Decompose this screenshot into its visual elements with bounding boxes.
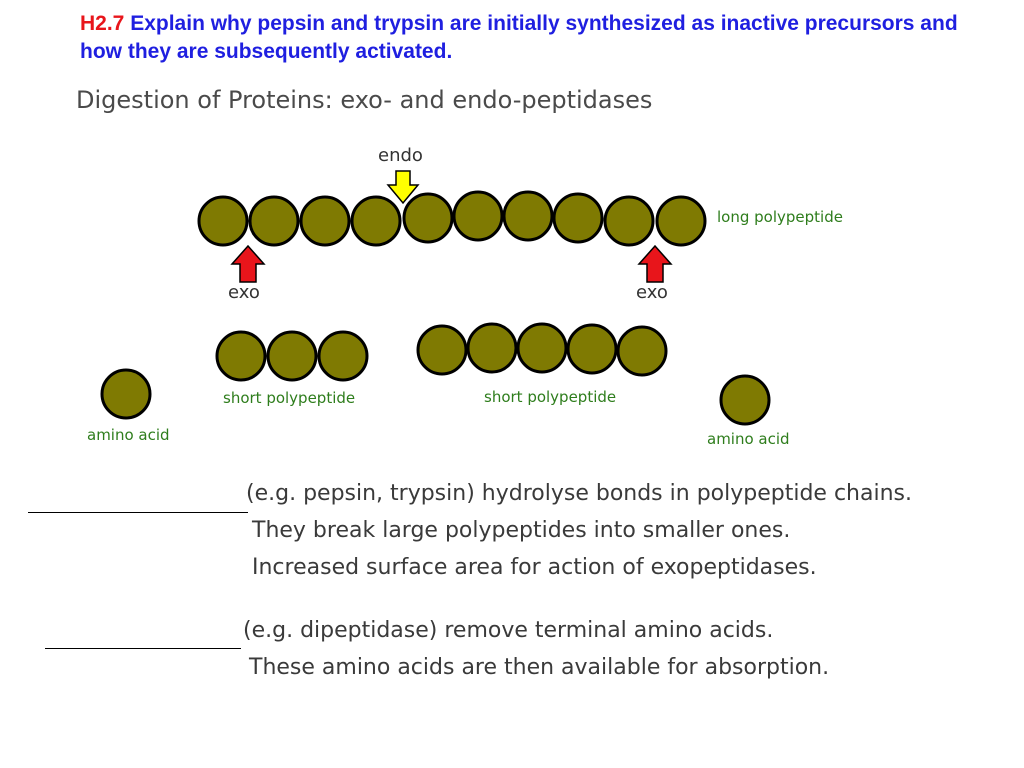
amino-acid-bead bbox=[452, 190, 504, 242]
exo-right-label: exo bbox=[636, 282, 668, 303]
short-polypeptide-right bbox=[416, 322, 668, 377]
endo-label: endo bbox=[378, 145, 423, 166]
amino-acid-bead bbox=[317, 330, 369, 382]
short-polypeptide-right-label: short polypeptide bbox=[484, 388, 616, 406]
short-polypeptide-left bbox=[215, 330, 369, 382]
amino-acid-right-label: amino acid bbox=[707, 430, 790, 448]
amino-acid-bead bbox=[552, 192, 604, 244]
exopeptidase-description: (e.g. dipeptidase) remove terminal amino… bbox=[243, 612, 829, 686]
amino-acid-bead bbox=[616, 325, 668, 377]
amino-acid-bead bbox=[197, 195, 249, 247]
peptidase-diagram: endo exo exo long polypeptide short poly… bbox=[87, 145, 843, 448]
amino-acid-right-bead bbox=[719, 374, 771, 426]
exo-right-arrow-icon bbox=[637, 244, 673, 283]
endopeptidase-blank-line[interactable] bbox=[28, 512, 248, 513]
exo-left-arrow-icon bbox=[230, 244, 266, 283]
amino-acid-bead bbox=[566, 323, 618, 375]
amino-acid-bead bbox=[466, 322, 518, 374]
endopeptidase-description: (e.g. pepsin, trypsin) hydrolyse bonds i… bbox=[246, 475, 912, 586]
slide-subtitle: Digestion of Proteins: exo- and endo-pep… bbox=[76, 86, 653, 114]
amino-acid-bead bbox=[215, 330, 267, 382]
amino-acid-bead bbox=[248, 195, 300, 247]
amino-acid-bead bbox=[299, 195, 351, 247]
amino-acid-bead bbox=[266, 330, 318, 382]
exopeptidase-line-1: (e.g. dipeptidase) remove terminal amino… bbox=[243, 618, 774, 643]
question-text: Explain why pepsin and trypsin are initi… bbox=[80, 12, 958, 63]
amino-acid-bead bbox=[603, 195, 655, 247]
long-polypeptide-chain bbox=[197, 190, 707, 247]
endopeptidase-line-2: They break large polypeptides into small… bbox=[252, 518, 791, 543]
endo-arrow-icon bbox=[386, 170, 420, 205]
exopeptidase-blank-line[interactable] bbox=[45, 648, 241, 649]
amino-acid-bead bbox=[655, 195, 707, 247]
short-polypeptide-left-label: short polypeptide bbox=[223, 389, 355, 407]
question-heading: H2.7 Explain why pepsin and trypsin are … bbox=[80, 10, 980, 66]
amino-acid-bead bbox=[516, 322, 568, 374]
amino-acid-left-bead bbox=[100, 368, 152, 420]
endopeptidase-line-1: (e.g. pepsin, trypsin) hydrolyse bonds i… bbox=[246, 481, 912, 506]
long-polypeptide-label: long polypeptide bbox=[717, 208, 843, 226]
amino-acid-bead bbox=[402, 192, 454, 244]
amino-acid-bead bbox=[502, 190, 554, 242]
amino-acid-bead bbox=[416, 324, 468, 376]
endopeptidase-line-3: Increased surface area for action of exo… bbox=[252, 555, 817, 580]
question-code: H2.7 bbox=[80, 12, 125, 35]
amino-acid-left-label: amino acid bbox=[87, 426, 170, 444]
exo-left-label: exo bbox=[228, 282, 260, 303]
exopeptidase-line-2: These amino acids are then available for… bbox=[249, 655, 830, 680]
amino-acid-bead bbox=[350, 195, 402, 247]
